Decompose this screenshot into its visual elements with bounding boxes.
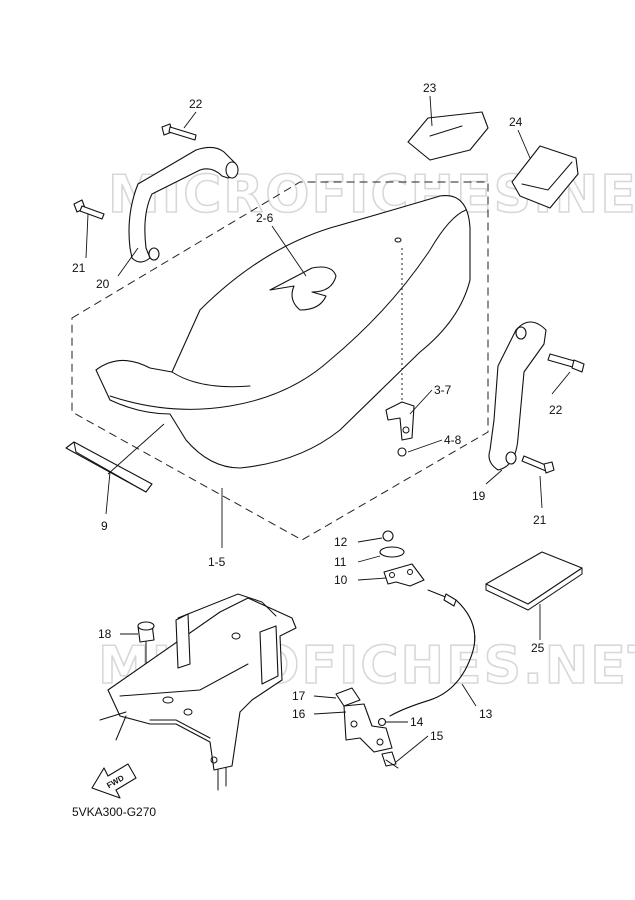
- bracket-3-7: [385, 401, 415, 441]
- callout-4-8: 4-8: [444, 433, 462, 447]
- leader-lines: [85, 95, 571, 763]
- callout-12: 12: [334, 535, 348, 549]
- seal-strip-9: [65, 441, 153, 493]
- bracket-24: [511, 145, 579, 209]
- callout-18: 18: [98, 627, 112, 641]
- bolt-21-right: [521, 455, 555, 474]
- assembly-boundary: [71, 181, 489, 541]
- lock-bracket-10: [383, 563, 425, 587]
- callout-20: 20: [96, 277, 110, 291]
- diagram-code: 5VKA300-G270: [72, 805, 156, 819]
- lock-lever-17: [335, 687, 361, 707]
- forward-arrow-icon: FWD: [91, 763, 137, 799]
- callout-14: 14: [410, 715, 424, 729]
- callout-3-7: 3-7: [434, 383, 452, 397]
- nut-12: [382, 530, 394, 542]
- seat-body: [95, 195, 471, 469]
- seat-pad-23: [407, 111, 489, 161]
- callout-19: 19: [472, 489, 486, 503]
- callout-25: 25: [531, 641, 545, 655]
- callout-22-right: 22: [549, 403, 563, 417]
- bolt-14: [377, 717, 387, 727]
- cable-13: [389, 589, 476, 717]
- grab-bar-20: [128, 146, 239, 263]
- callout-22-top: 22: [189, 97, 203, 111]
- callout-16: 16: [292, 707, 306, 721]
- callout-17: 17: [292, 689, 306, 703]
- bolt-15: [381, 751, 399, 769]
- seat-strap-2-6: [269, 266, 337, 311]
- callout-21-right: 21: [533, 513, 547, 527]
- bolt-21-left: [73, 199, 105, 220]
- callout-2-6: 2-6: [256, 211, 274, 225]
- washer-11: [379, 546, 405, 558]
- callout-10: 10: [334, 573, 348, 587]
- bolt-22-top: [161, 123, 197, 141]
- grab-bar-19: [488, 321, 547, 471]
- callout-13: 13: [479, 707, 493, 721]
- seat-frame-bracket: [99, 593, 297, 791]
- callout-21-left: 21: [72, 261, 86, 275]
- callout-23: 23: [423, 81, 437, 95]
- lock-bracket-16: [343, 703, 393, 753]
- callout-labels: 22 23 24 21 20 2-6 3-7 22 4-8 9 19 21 1-…: [72, 81, 563, 743]
- callout-15: 15: [430, 729, 444, 743]
- callout-1-5: 1-5: [208, 555, 226, 569]
- callout-9: 9: [101, 519, 108, 533]
- callout-11: 11: [334, 555, 347, 569]
- plate-25: [485, 551, 583, 611]
- nut-4-8: [397, 447, 407, 457]
- bolt-22-right: [547, 353, 585, 373]
- callout-24: 24: [509, 115, 523, 129]
